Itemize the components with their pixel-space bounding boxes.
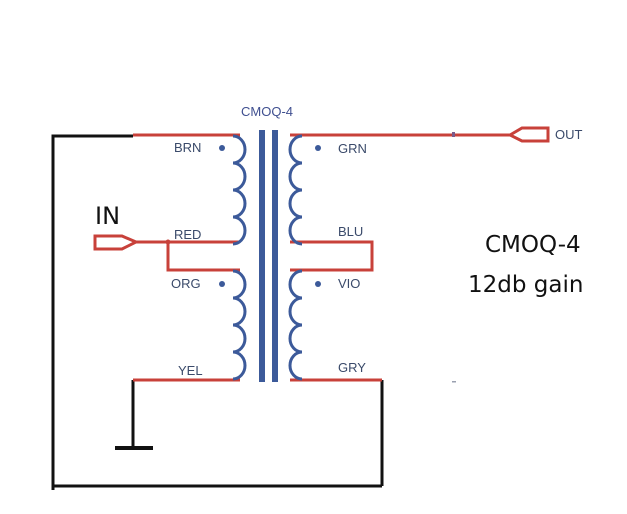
black-wiring [51,134,384,490]
polarity-dots [219,145,321,287]
coils [232,134,303,381]
primary-coil-upper [232,134,247,246]
stray-mark [452,381,456,383]
left-return-wire [51,134,133,490]
pin-label-org: ORG [171,276,201,291]
polarity-dot-org [219,281,225,287]
blu-vio-jumper [290,240,374,272]
red-wiring [93,126,550,382]
red-org-jumper [166,242,240,272]
input-label: IN [95,202,120,230]
polarity-dot-brn [219,145,225,151]
pin-label-vio: VIO [338,276,360,291]
pin-label-brn: BRN [174,140,201,155]
transformer-core [259,130,278,382]
core-bar-left [259,130,265,382]
pin-label-grn: GRN [338,141,367,156]
output-connector [506,126,550,143]
note-gain: 12db gain [468,272,583,298]
pin-label-red: RED [174,227,201,242]
note-model: CMOQ-4 [485,232,581,258]
secondary-coil-lower [288,269,303,381]
input-connector [93,234,140,251]
polarity-dot-vio [315,281,321,287]
polarity-dot-grn [315,145,321,151]
pin-label-blu: BLU [338,224,363,239]
output-label: OUT [555,127,583,142]
secondary-coil-upper [288,134,303,246]
input-junction-dot [165,239,171,245]
transformer-title: CMOQ-4 [241,104,293,119]
pin-label-yel: YEL [178,363,203,378]
pin-label-gry: GRY [338,360,366,375]
primary-coil-lower [232,269,247,381]
wire-tick [452,132,455,137]
core-bar-right [272,130,278,382]
